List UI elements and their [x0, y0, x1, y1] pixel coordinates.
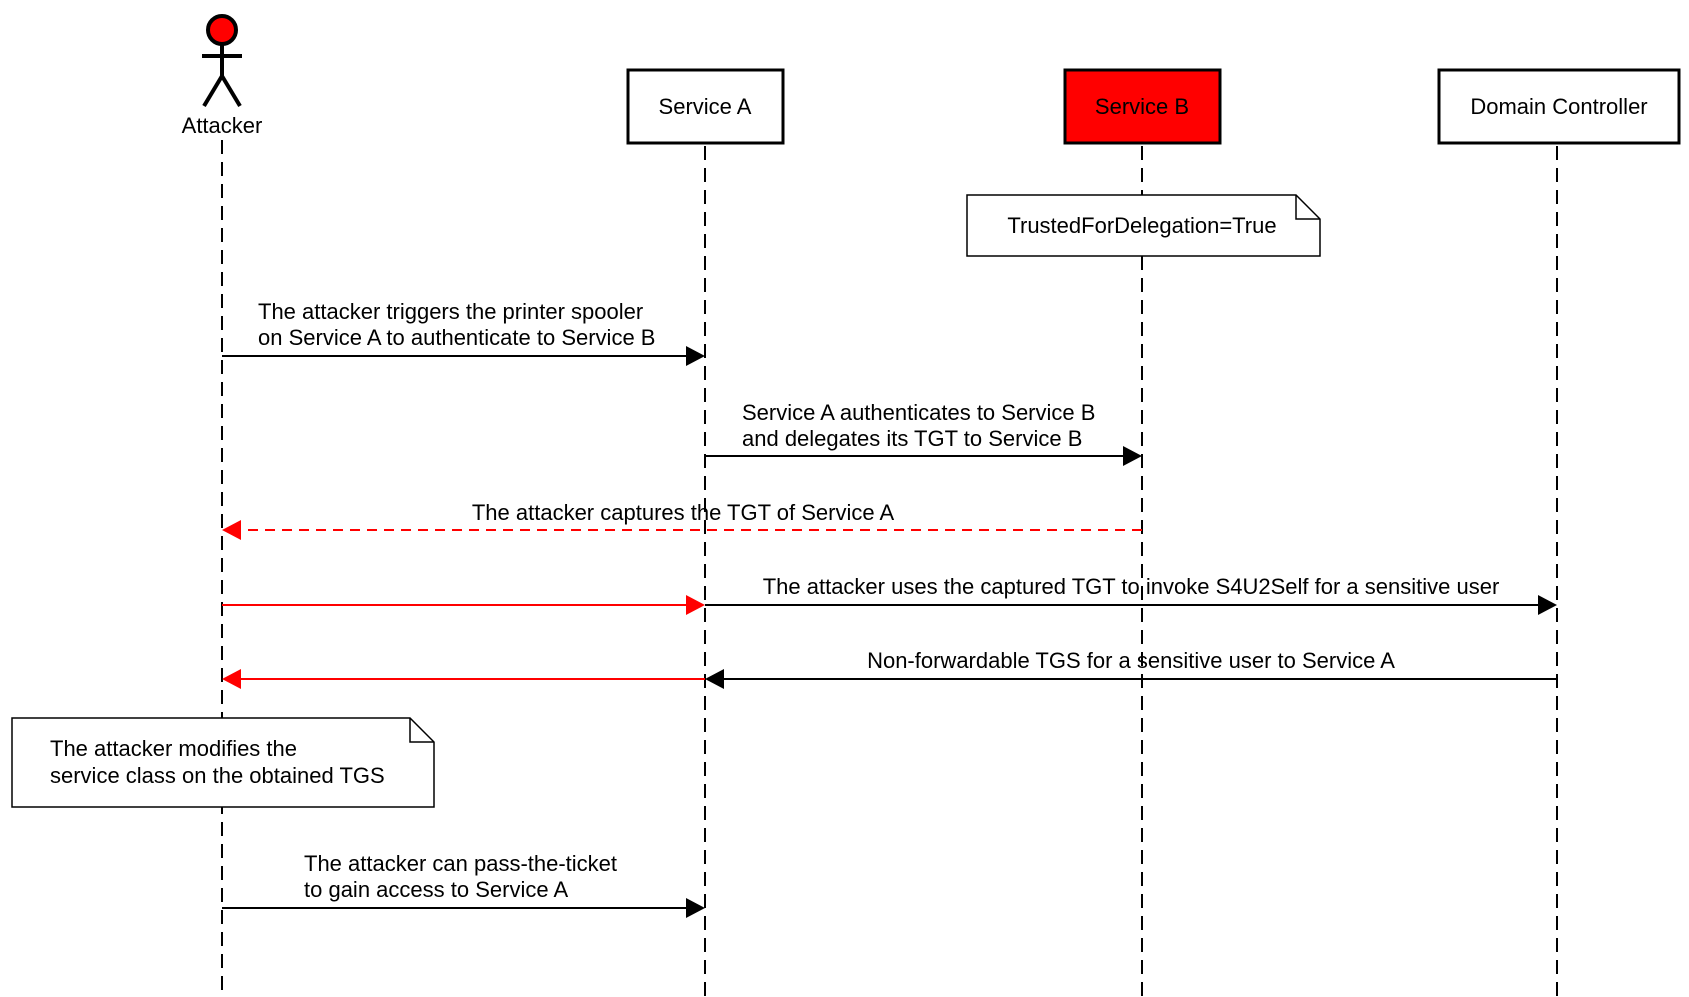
attacker-actor-icon	[202, 14, 242, 108]
message-1-line-2: on Service A to authenticate to Service …	[258, 325, 655, 350]
note-modify-line-2: service class on the obtained TGS	[50, 763, 385, 788]
note-modify: The attacker modifies the service class …	[11, 717, 435, 808]
message-5-label: Non-forwardable TGS for a sensitive user…	[867, 648, 1395, 673]
service-b-label: Service B	[1095, 94, 1189, 119]
message-4-arrowhead	[1538, 595, 1557, 615]
message-1-arrowhead	[686, 346, 705, 366]
note-modify-line-1: The attacker modifies the	[50, 736, 297, 761]
message-5-arrowhead	[705, 669, 724, 689]
service-b-box	[1063, 68, 1222, 145]
message-4-red-arrowhead	[686, 595, 705, 615]
message-6-line-1: The attacker can pass-the-ticket	[304, 851, 617, 876]
message-1-line-1: The attacker triggers the printer spoole…	[258, 299, 643, 324]
service-a-box	[626, 68, 785, 145]
domain-controller-label: Domain Controller	[1470, 94, 1647, 119]
message-6-line-2: to gain access to Service A	[304, 877, 568, 902]
actor-head	[206, 14, 238, 46]
message-2-arrowhead	[1123, 446, 1142, 466]
message-5-red-arrowhead	[222, 669, 241, 689]
note-delegation-text: TrustedForDelegation=True	[1007, 213, 1276, 238]
message-3-label: The attacker captures the TGT of Service…	[472, 500, 895, 525]
service-a-label: Service A	[659, 94, 752, 119]
message-2-line-2: and delegates its TGT to Service B	[742, 426, 1082, 451]
message-6-arrowhead	[686, 898, 705, 918]
note-delegation: TrustedForDelegation=True	[966, 194, 1321, 257]
attacker-label: Attacker	[182, 113, 263, 138]
domain-controller-box	[1437, 68, 1681, 145]
message-3-arrowhead	[222, 520, 241, 540]
message-2-line-1: Service A authenticates to Service B	[742, 400, 1095, 425]
message-4-label: The attacker uses the captured TGT to in…	[763, 574, 1500, 599]
